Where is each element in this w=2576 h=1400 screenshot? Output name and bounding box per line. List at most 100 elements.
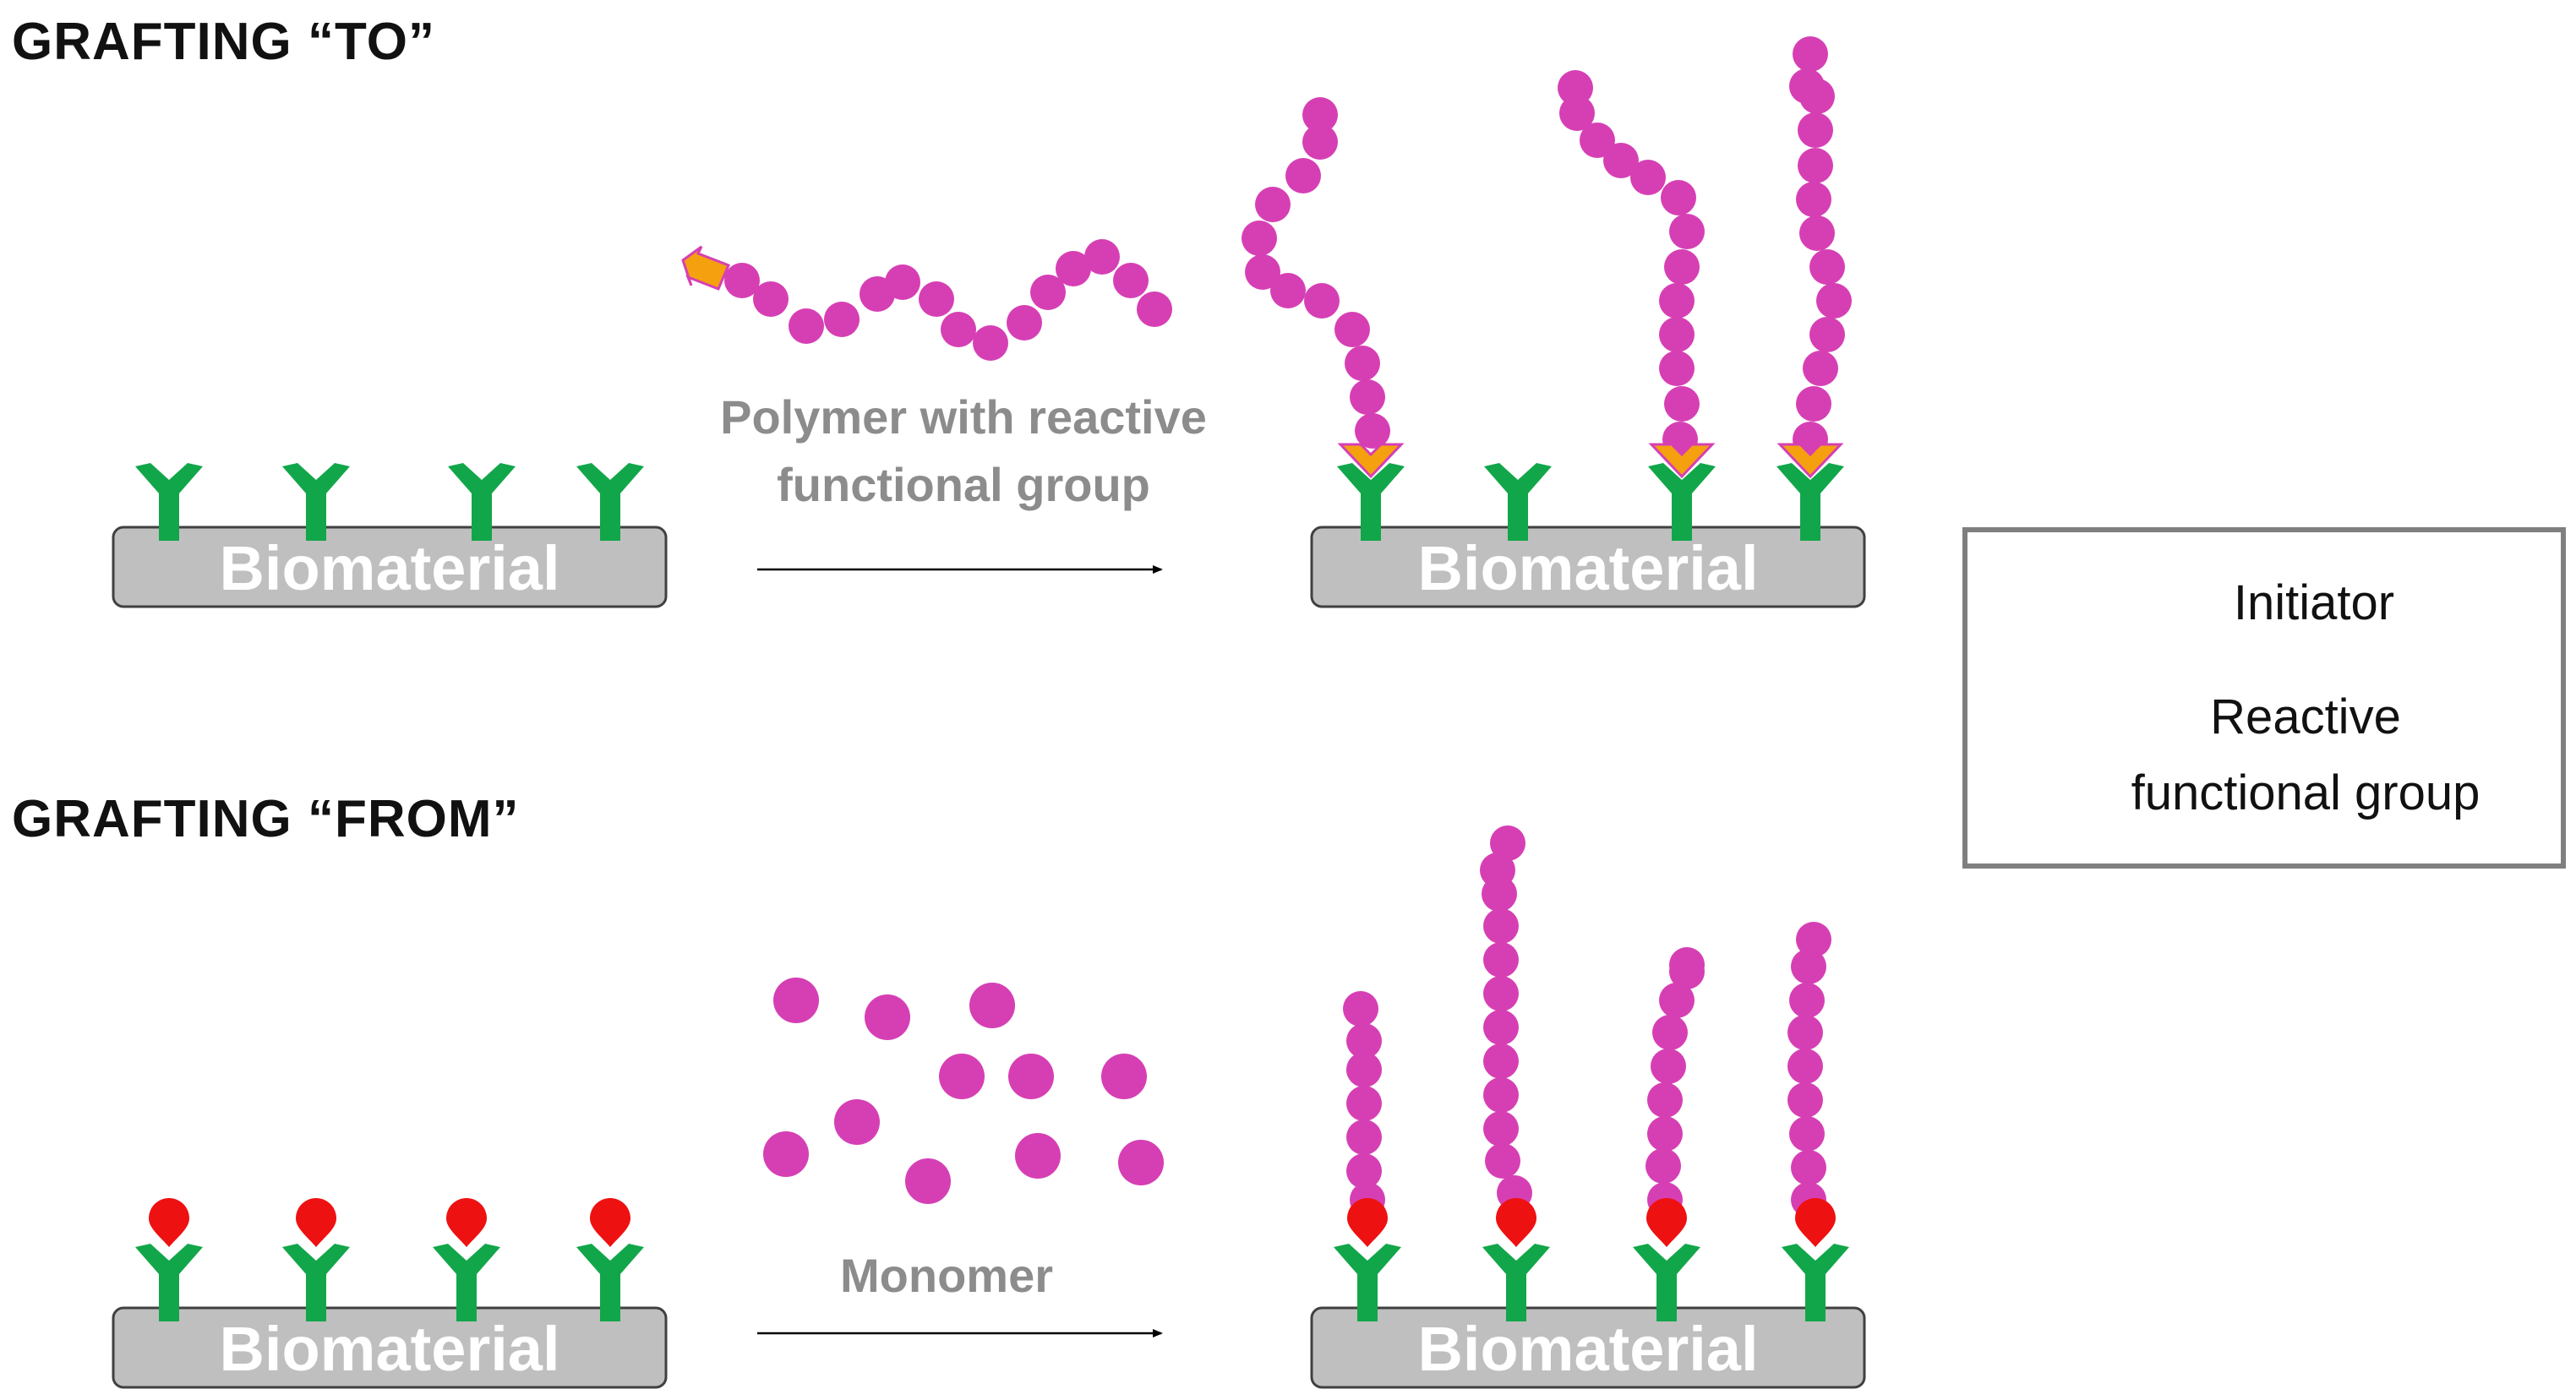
y-linker-icon <box>1334 1244 1401 1321</box>
monomer-bead-icon <box>1789 983 1825 1018</box>
monomer-bead-icon <box>1652 1015 1688 1050</box>
monomer-bead-icon <box>1787 1015 1823 1050</box>
monomer-bead-icon <box>1787 1082 1823 1118</box>
initiator-drop-icon <box>1347 1198 1388 1247</box>
monomer-bead-icon <box>1302 97 1338 133</box>
monomer-bead-icon <box>1285 158 1321 193</box>
y-linker-icon <box>282 463 350 541</box>
monomer-bead-icon <box>1793 36 1828 72</box>
monomer-bead-icon <box>1270 273 1306 308</box>
monomer-bead-icon <box>1661 180 1696 215</box>
reactive-end-arrow-icon <box>1776 443 1844 479</box>
monomer-bead-icon <box>724 263 760 298</box>
monomer-bead-icon <box>1796 922 1831 957</box>
monomer-bead-icon <box>1056 251 1091 286</box>
monomer-bead-icon <box>1798 112 1833 148</box>
y-linker-icon <box>135 463 203 541</box>
substrate-label: Biomaterial <box>1417 533 1758 603</box>
y-linker-icon <box>433 1244 500 1321</box>
monomer-bead-icon <box>1647 1082 1683 1118</box>
grafting-to-title: GRAFTING “TO” <box>12 13 435 71</box>
monomer-bead-icon <box>1659 351 1695 386</box>
monomer-bead-icon <box>1304 283 1340 319</box>
monomer-bead-icon <box>1580 123 1615 158</box>
substrate-top-left: Biomaterial <box>112 526 668 608</box>
monomer-bead-icon <box>1480 853 1515 888</box>
monomer-bead-icon <box>1659 983 1695 1018</box>
initiator-drop-icon <box>296 1198 336 1247</box>
monomer-bead-icon <box>1669 947 1705 983</box>
y-linker-icon <box>1782 1244 1849 1321</box>
monomer-bead-icon <box>1647 1116 1683 1152</box>
monomer-bead-icon <box>1799 215 1835 251</box>
y-linker-icon <box>1482 1244 1550 1321</box>
monomer-bead-icon <box>1137 291 1172 327</box>
monomer-bead-icon <box>969 983 1015 1028</box>
legend-initiator-label: Initiator <box>2233 575 2395 630</box>
monomer-bead-icon <box>1796 182 1831 217</box>
substrate-label: Biomaterial <box>1417 1314 1758 1384</box>
initiator-drop-icon <box>1646 1198 1687 1247</box>
monomer-bead-icon <box>1485 1143 1520 1179</box>
substrate-label: Biomaterial <box>219 533 559 603</box>
monomer-bead-icon <box>919 281 954 317</box>
y-linker-icon <box>1633 1244 1700 1321</box>
monomer-bead-icon <box>1084 239 1120 275</box>
monomer-bead-icon <box>1490 825 1525 861</box>
monomer-bead-icon <box>905 1158 951 1204</box>
y-linker-icon <box>576 463 644 541</box>
monomer-bead-icon <box>1334 312 1370 347</box>
monomer-caption: Monomer <box>840 1249 1053 1302</box>
monomer-bead-icon <box>1483 942 1519 978</box>
monomer-bead-icon <box>1603 143 1639 178</box>
monomer-bead-icon <box>1245 254 1280 290</box>
monomer-bead-icon <box>1483 1043 1519 1079</box>
monomer-bead-icon <box>753 281 789 317</box>
monomer-bead-icon <box>1791 1150 1826 1185</box>
monomer-bead-icon <box>1346 1119 1382 1155</box>
y-linker-icon <box>1648 463 1716 541</box>
polymer-caption: Polymer with reactive functional group <box>668 384 1259 519</box>
monomer-bead-icon <box>1669 214 1705 249</box>
y-linker-icon <box>576 1244 644 1321</box>
monomer-bead-icon <box>1645 1148 1681 1184</box>
initiator-drop-icon <box>590 1198 630 1247</box>
monomer-bead-icon <box>941 312 976 347</box>
monomer-bead-icon <box>1118 1140 1164 1185</box>
monomer-bead-icon <box>1809 317 1845 352</box>
monomer-bead-icon <box>1664 386 1700 422</box>
monomer-bead-icon <box>885 264 920 300</box>
monomer-bead-icon <box>1346 1153 1382 1189</box>
monomer-bead-icon <box>1483 908 1519 944</box>
monomer-bead-icon <box>773 978 819 1023</box>
monomer-bead-icon <box>1483 1077 1519 1113</box>
legend-reactive-label: Reactive functional group <box>2044 679 2568 831</box>
monomer-bead-icon <box>1302 124 1338 160</box>
monomer-bead-icon <box>1796 386 1831 422</box>
monomer-bead-icon <box>1803 351 1838 386</box>
monomer-bead-icon <box>1659 283 1695 319</box>
monomer-bead-icon <box>1101 1054 1147 1099</box>
monomer-bead-icon <box>1113 263 1149 298</box>
grafting-from-title: GRAFTING “FROM” <box>12 790 520 848</box>
polymer-caption-line1: Polymer with reactive <box>720 390 1207 444</box>
monomer-bead-icon <box>834 1099 880 1145</box>
monomer-bead-icon <box>1789 68 1825 104</box>
monomer-bead-icon <box>1558 70 1593 106</box>
monomer-bead-icon <box>1355 413 1390 449</box>
monomer-bead-icon <box>789 308 824 344</box>
substrate-bottom-right: Biomaterial <box>1310 1306 1866 1389</box>
y-linker-icon <box>1337 463 1405 541</box>
monomer-bead-icon <box>1242 221 1277 256</box>
legend-reactive-line2: functional group <box>2131 765 2480 820</box>
monomer-bead-icon <box>1664 249 1700 285</box>
initiator-drop-icon <box>446 1198 487 1247</box>
monomer-bead-icon <box>1559 95 1595 131</box>
monomer-bead-icon <box>1350 379 1385 415</box>
monomer-bead-icon <box>1651 1049 1686 1084</box>
legend: Initiator Reactive functional group <box>1962 527 2566 869</box>
polymer-caption-line2: functional group <box>777 458 1150 511</box>
monomer-bead-icon <box>1343 991 1378 1027</box>
monomer-bead-icon <box>1008 1054 1054 1099</box>
